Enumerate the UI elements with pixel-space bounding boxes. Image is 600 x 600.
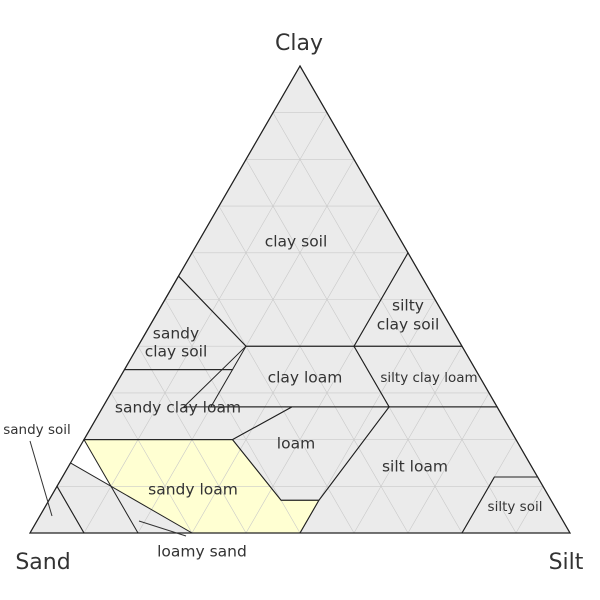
grid-line-silt-50 — [299, 299, 436, 534]
grid-line-silt-30 — [191, 205, 382, 534]
label-sandy-clay-soil-line-2: clay soil — [145, 343, 208, 361]
label-silt-loam: silt loam — [382, 458, 448, 476]
loamy-sand-leader-line — [138, 520, 187, 537]
region-loam — [232, 406, 390, 501]
region-loamy-sand — [57, 462, 192, 533]
label-silty-clay-soil-line-2: clay soil — [377, 316, 440, 334]
label-sandy-soil: sandy soil — [3, 422, 71, 438]
label-silty-clay-loam: silty clay loam — [380, 370, 477, 386]
corner-label-clay: Clay — [275, 31, 323, 56]
grid-line-sand-50 — [164, 299, 301, 534]
label-sandy-loam: sandy loam — [148, 481, 238, 499]
sandy-soil-leader-line — [29, 440, 53, 517]
label-clay-soil: clay soil — [265, 233, 328, 251]
region-sandy-soil — [30, 486, 84, 533]
region-silt-loam — [300, 406, 538, 533]
region-clay-loam — [183, 346, 390, 407]
region-sandy-clay-loam — [84, 369, 292, 440]
grid-line-silt-10 — [83, 112, 328, 534]
grid-line-silt-70 — [407, 392, 490, 534]
label-loamy-sand: loamy sand — [157, 543, 247, 561]
grid-line-silt-60 — [353, 346, 463, 534]
grid-line-sand-30 — [218, 205, 409, 534]
grid-line-sand-10 — [272, 112, 517, 534]
grid-line-sand-70 — [110, 392, 193, 534]
label-loam: loam — [277, 435, 315, 453]
label-silty-clay-soil-line-1: silty — [392, 297, 424, 315]
label-sandy-clay-loam: sandy clay loam — [115, 399, 241, 417]
label-clay-loam: clay loam — [268, 369, 343, 387]
label-sandy-clay-soil-line-1: sandy — [153, 325, 199, 343]
corner-label-silt: Silt — [549, 550, 584, 575]
triangle-outline — [28, 64, 572, 534]
label-silty-soil: silty soil — [488, 499, 543, 515]
corner-label-sand: Sand — [15, 550, 70, 575]
grid-layer — [56, 112, 544, 534]
region-silty-soil — [462, 477, 570, 533]
grid-line-silt-90 — [515, 486, 544, 534]
